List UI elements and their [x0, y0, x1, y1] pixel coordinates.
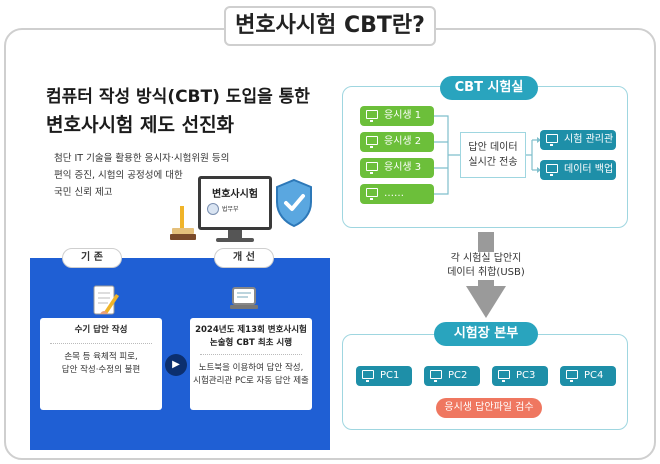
laptop-icon [230, 287, 258, 309]
headquarters-title: 시험장 본부 [434, 322, 538, 346]
illustration: 변호사시험 법무부 [170, 168, 320, 248]
pc-label: PC4 [584, 370, 604, 381]
monitor-icon [546, 134, 558, 146]
examinee-label: 응시생 2 [384, 136, 422, 147]
handwriting-icon [93, 285, 119, 315]
review-badge: 응시생 답안파일 검수 [436, 398, 542, 418]
headline-line-1: 컴퓨터 작성 방식(CBT) 도입을 통한 [46, 87, 310, 107]
after-title: 논술형 CBT 최초 시행 [209, 338, 293, 348]
target-box: 데이터 백업 [540, 160, 616, 180]
monitor-icon [366, 110, 378, 122]
page-title: 변호사시험 CBT란? [224, 6, 436, 46]
before-detail: 답안 작성·수정의 불편 [61, 365, 141, 375]
pc-box: PC2 [424, 366, 480, 386]
book-shape [170, 234, 196, 240]
transfer-line: 실시간 전송 [468, 157, 518, 168]
target-label: 데이터 백업 [564, 164, 614, 175]
pc-box: PC4 [560, 366, 616, 386]
pc-box: PC3 [492, 366, 548, 386]
before-title: 수기 답안 작성 [74, 325, 128, 335]
usb-step-line: 각 시험실 답안지 [450, 253, 522, 264]
seal-label: 법무부 [222, 206, 239, 213]
play-arrow-icon: ▶ [165, 354, 187, 376]
book-shape [172, 228, 194, 234]
pc-label: PC2 [448, 370, 468, 381]
monitor-icon [566, 370, 578, 382]
pencil-shape [180, 206, 184, 228]
after-detail: 시험관리관 PC로 자동 답안 제출 [193, 376, 309, 386]
examinee-box: …… [360, 184, 434, 204]
cbt-room-title: CBT 시험실 [440, 76, 538, 100]
divider [50, 343, 152, 351]
before-detail: 손목 등 육체적 피로, [64, 352, 138, 362]
target-box: 시험 관리관 [540, 130, 616, 150]
description: 첨단 IT 기술을 활용한 응시자·시험위원 등의 편익 증진, 시험의 공정성… [54, 150, 254, 201]
shield-check-icon [276, 178, 312, 228]
after-tag: 개 선 [214, 248, 274, 268]
pc-label: PC3 [516, 370, 536, 381]
after-title: 2024년도 제13회 변호사시험 [195, 325, 307, 335]
examinee-box: 응시생 2 [360, 132, 434, 152]
books-pencil-icon [170, 206, 196, 240]
monitor-stand [228, 230, 242, 238]
before-tag: 기 존 [62, 248, 122, 268]
examinee-box: 응시생 3 [360, 158, 434, 178]
description-line: 국민 신뢰 제고 [54, 187, 113, 198]
usb-step-line: 데이터 취합(USB) [447, 267, 525, 278]
divider [200, 354, 302, 362]
transfer-box: 답안 데이터 실시간 전송 [460, 132, 526, 178]
examinee-label: 응시생 3 [384, 162, 422, 173]
monitor-base [216, 238, 254, 242]
transfer-line: 답안 데이터 [468, 142, 518, 153]
description-line: 편익 증진, 시험의 공정성에 대한 [54, 170, 183, 181]
pc-box: PC1 [356, 366, 412, 386]
seal-icon [207, 203, 219, 215]
before-card: 수기 답안 작성 손목 등 육체적 피로, 답안 작성·수정의 불편 [40, 318, 162, 410]
monitor-icon [430, 370, 442, 382]
monitor-icon: 변호사시험 법무부 [198, 176, 272, 230]
description-line: 첨단 IT 기술을 활용한 응시자·시험위원 등의 [54, 153, 230, 164]
monitor-icon [366, 162, 378, 174]
after-card: 2024년도 제13회 변호사시험 논술형 CBT 최초 시행 노트북을 이용하… [190, 318, 312, 410]
examinee-box: 응시생 1 [360, 106, 434, 126]
monitor-icon [546, 164, 558, 176]
headline-line-2: 변호사시험 제도 선진화 [46, 114, 235, 136]
monitor-icon [498, 370, 510, 382]
monitor-icon [366, 136, 378, 148]
examinee-label: …… [384, 188, 404, 199]
after-detail: 노트북을 이용하여 답안 작성, [198, 363, 304, 373]
monitor-text: 변호사시험 [212, 189, 258, 200]
examinee-label: 응시생 1 [384, 110, 422, 121]
pc-label: PC1 [380, 370, 400, 381]
target-label: 시험 관리관 [564, 134, 614, 145]
monitor-icon [366, 188, 378, 200]
usb-step: 각 시험실 답안지 데이터 취합(USB) [430, 252, 542, 280]
monitor-icon [362, 370, 374, 382]
